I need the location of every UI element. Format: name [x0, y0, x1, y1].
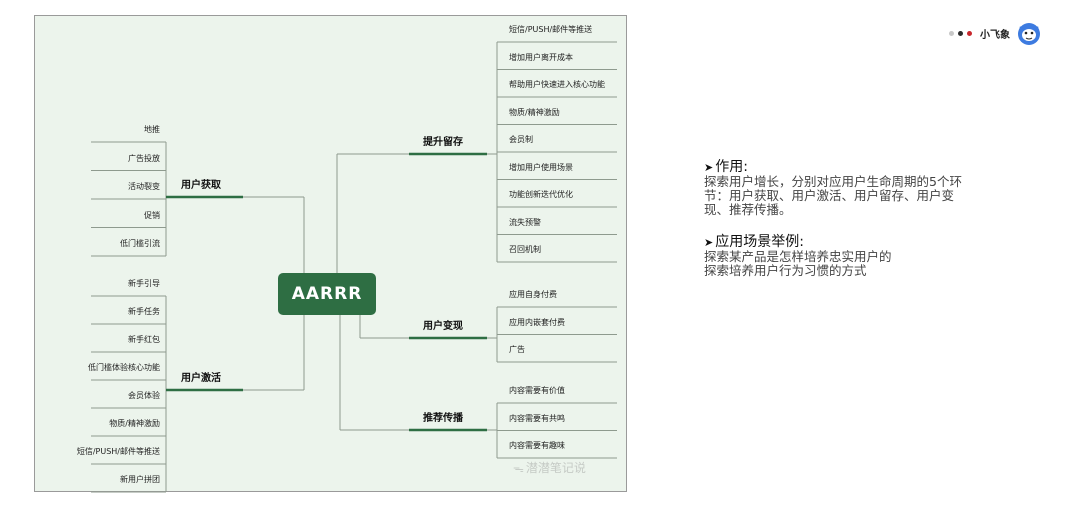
branch-title: 用户变现 [423, 321, 463, 332]
wechat-icon: ᯓ [513, 462, 524, 475]
leaf-node: 内容需要有价值 [509, 386, 565, 395]
leaf-node: 增加用户离开成本 [509, 52, 573, 62]
leaf-node: 流失预警 [509, 217, 541, 227]
indicator-dot [967, 30, 972, 36]
info-section-purpose: ➤作用: 探索用户增长，分别对应用户生命周期的5个环 节：用户获取、用户激活、用… [704, 160, 1044, 217]
leaf-node: 短信/PUSH/邮件等推送 [76, 447, 160, 456]
info-line: 探索培养用户行为习惯的方式 [704, 263, 867, 278]
branch-title: 用户激活 [181, 373, 221, 384]
leaf-node: 帮助用户快速进入核心功能 [509, 80, 605, 89]
indicator-dot [958, 30, 963, 36]
leaf-node: 召回机制 [509, 245, 541, 254]
leaf-node: 应用自身付费 [509, 290, 557, 299]
leaf-node: 地推 [144, 125, 160, 134]
leaf-node: 新用户拼团 [120, 475, 160, 484]
leaf-node: 活动裂变 [128, 182, 160, 191]
info-line: 探索某产品是怎样培养忠实用户的 [704, 249, 892, 264]
leaf-node: 功能创新迭代优化 [509, 190, 573, 199]
leaf-node: 广告 [509, 345, 525, 354]
aarrr-mindmap: AARRR 地推广告投放活动裂变促销低门槛引流 用户获取新手引导新手任务新手红包低… [34, 15, 627, 493]
info-panel: ➤作用: 探索用户增长，分别对应用户生命周期的5个环 节：用户获取、用户激活、用… [704, 160, 1044, 296]
leaf-node: 会员体验 [128, 391, 160, 400]
section-title: ➤作用: [704, 160, 1044, 175]
branch-title: 推荐传播 [423, 413, 463, 424]
leaf-node: 低门槛引流 [120, 239, 160, 248]
leaf-node: 应用内嵌套付费 [509, 317, 565, 327]
watermark-text: 潜潜笔记说 [525, 461, 586, 475]
arrow-bullet-icon: ➤ [704, 161, 714, 174]
mindmap-connectors [91, 41, 617, 493]
leaf-node: 内容需要有趣味 [509, 441, 565, 450]
section-title-text: 作用: [715, 159, 748, 175]
branch-title: 提升留存 [423, 137, 463, 148]
info-line: 现、推荐传播。 [704, 202, 792, 217]
section-title-text: 应用场景举例: [715, 234, 804, 250]
leaf-node: 物质/精神激励 [109, 419, 160, 428]
leaf-node: 低门槛体验核心功能 [88, 363, 160, 372]
leaf-node: 会员制 [509, 135, 533, 144]
leaf-node: 增加用户使用场景 [509, 162, 573, 172]
leaf-node: 新手任务 [128, 307, 160, 316]
leaf-node: 广告投放 [128, 153, 160, 163]
info-section-examples: ➤应用场景举例: 探索某产品是怎样培养忠实用户的 探索培养用户行为习惯的方式 [704, 235, 1044, 278]
branch-title: 用户获取 [181, 180, 221, 191]
brand-name: 小飞象 [980, 29, 1010, 41]
indicator-dot [949, 30, 954, 36]
leaf-node: 短信/PUSH/邮件等推送 [509, 25, 593, 34]
arrow-bullet-icon: ➤ [704, 236, 714, 249]
leaf-node: 新手引导 [128, 279, 160, 288]
leaf-node: 内容需要有共鸣 [509, 413, 565, 423]
leaf-node: 新手红包 [128, 335, 160, 344]
leaf-node: 物质/精神激励 [509, 107, 560, 117]
mindmap-center-node: AARRR [278, 273, 376, 315]
elephant-mascot-icon [1018, 23, 1040, 45]
leaf-node: 促销 [144, 210, 160, 220]
info-line: 节：用户获取、用户激活、用户留存、用户变 [704, 188, 955, 203]
brand: 小飞象 [949, 20, 1042, 46]
section-title: ➤应用场景举例: [704, 235, 1044, 250]
info-line: 探索用户增长，分别对应用户生命周期的5个环 [704, 174, 962, 189]
